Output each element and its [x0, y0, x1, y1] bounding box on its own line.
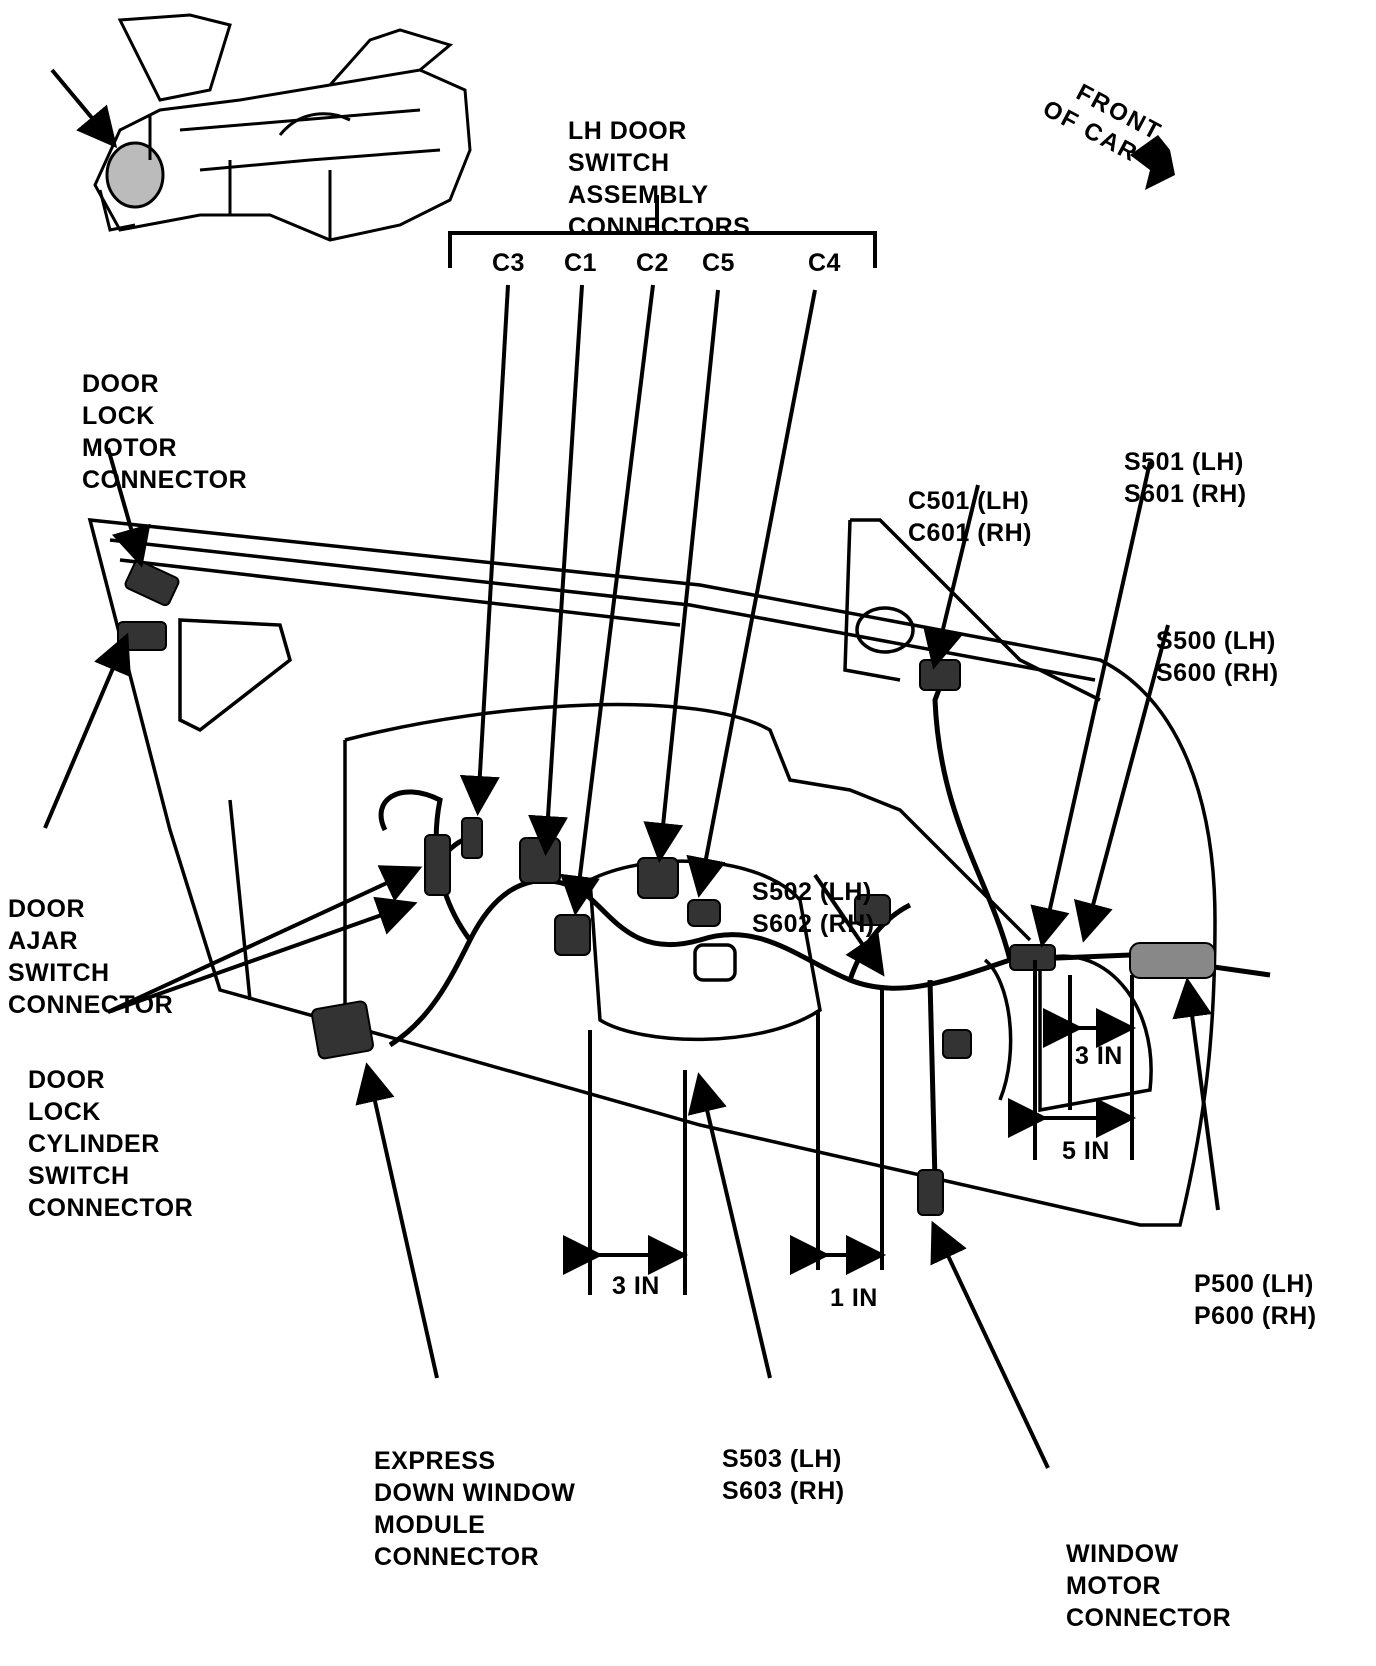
- label-c3: C3: [492, 249, 525, 277]
- label-c5: C5: [702, 249, 735, 277]
- label-p500: P500 (LH)P600 (RH): [1194, 1270, 1317, 1330]
- arrow-door-ajar: [43, 632, 131, 829]
- label-s503: S503 (LH)S603 (RH): [722, 1445, 845, 1505]
- label-dim-1in: 1 IN: [830, 1284, 878, 1312]
- door-wiring-diagram: [43, 13, 1271, 1469]
- arrow-c2: [560, 284, 655, 916]
- arrow-s501: [1030, 461, 1152, 948]
- arrow-lock-cylinder-2: [107, 896, 418, 1014]
- label-c2: C2: [636, 249, 669, 277]
- label-s501: S501 (LH)S601 (RH): [1124, 448, 1247, 508]
- arrow-s500: [1073, 624, 1170, 943]
- label-dim-3in-right: 3 IN: [1075, 1042, 1123, 1070]
- arrow-door-lock-motor: [106, 447, 151, 568]
- label-c1: C1: [564, 249, 597, 277]
- arrow-c5: [643, 289, 720, 863]
- arrow-c3: [459, 284, 510, 816]
- arrow-lock-cylinder-1: [107, 865, 423, 1014]
- pointer-arrows: [43, 284, 1220, 1469]
- switch-connectors-bracket: [448, 195, 877, 268]
- label-c4: C4: [808, 249, 841, 277]
- label-dim-5in: 5 IN: [1062, 1137, 1110, 1165]
- thumbnail-arrow: [50, 68, 118, 149]
- arrow-s502: [813, 873, 885, 977]
- car-locator-thumbnail: [93, 13, 472, 242]
- label-c501: C501 (LH)C601 (RH): [908, 487, 1032, 547]
- label-s500: S500 (LH)S600 (RH): [1156, 627, 1279, 687]
- arrow-c501: [923, 484, 980, 670]
- arrow-p500: [1172, 977, 1220, 1211]
- arrow-window-motor: [930, 1220, 1050, 1469]
- arrow-express-down: [355, 1062, 439, 1379]
- label-s502: S502 (LH)S602 (RH): [752, 878, 875, 938]
- front-of-car-arrow: [1130, 135, 1175, 190]
- arrow-s503: [687, 1072, 772, 1379]
- arrow-c1: [528, 284, 584, 856]
- dimension-lines: [563, 960, 1136, 1295]
- arrow-c4: [686, 289, 817, 898]
- label-dim-3in-bottom: 3 IN: [612, 1272, 660, 1300]
- connector-bodies: [117, 559, 1216, 1216]
